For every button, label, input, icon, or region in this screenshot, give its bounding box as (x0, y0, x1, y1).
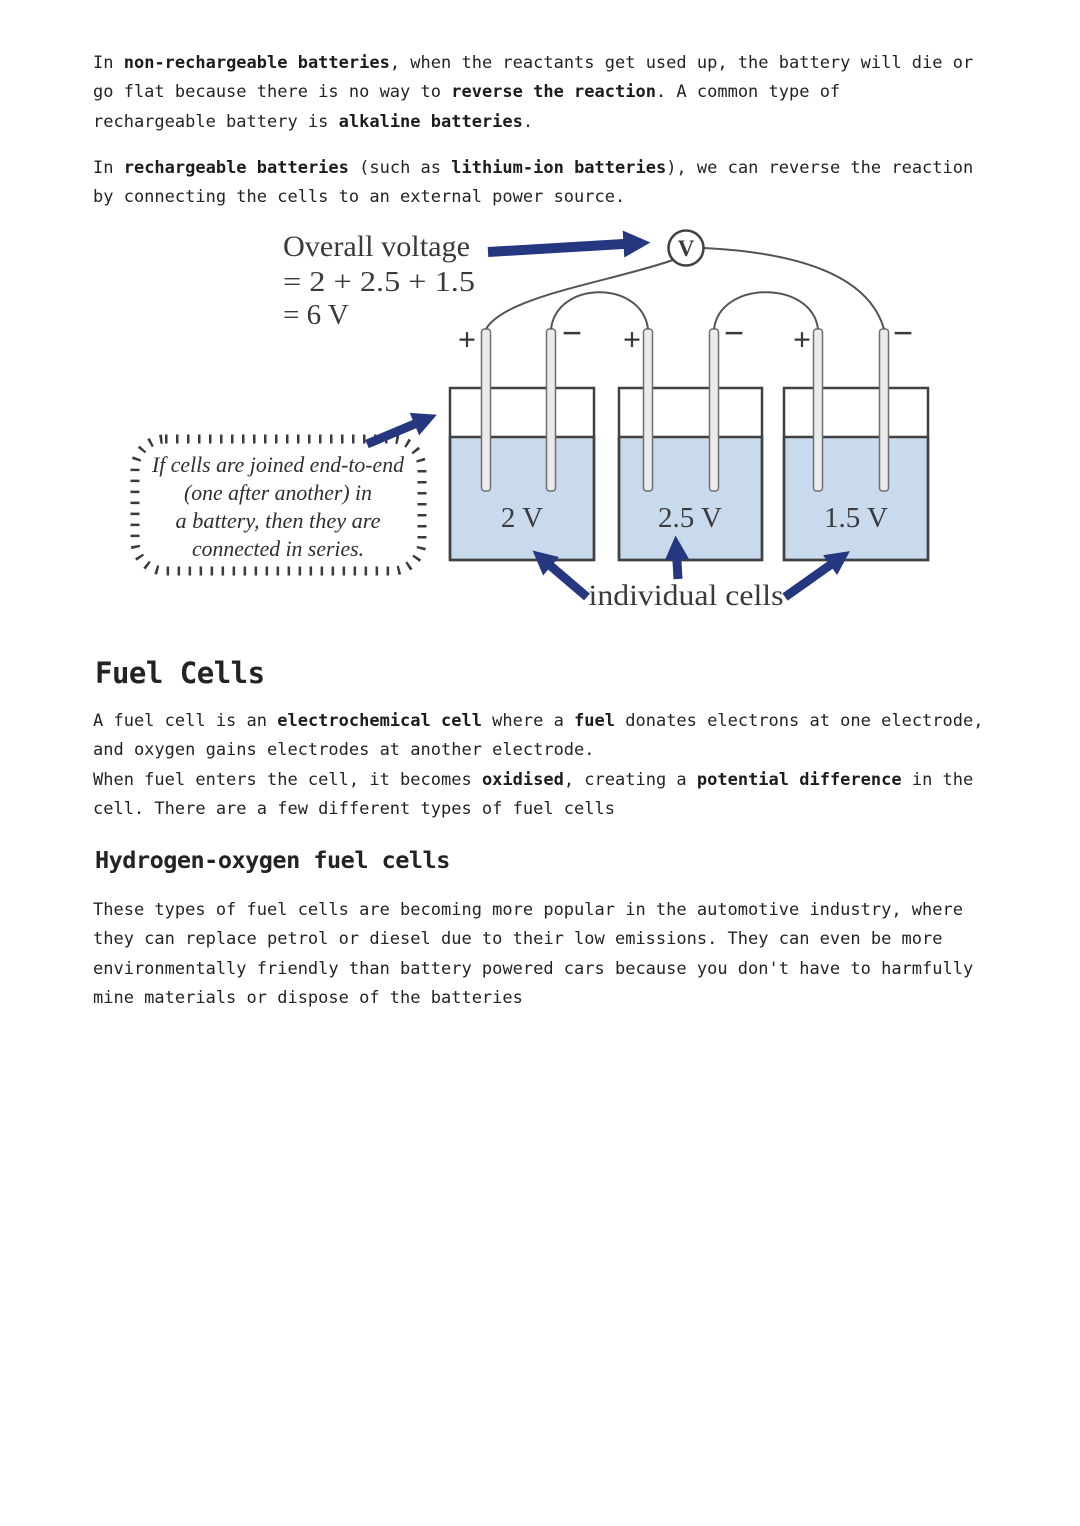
note-line2: (one after another) in (184, 480, 372, 505)
overall-voltage-arrow-icon (487, 230, 651, 258)
beaker-cell-1 (448, 386, 596, 562)
fuel-cells-heading: Fuel Cells (95, 656, 265, 690)
text-line: rechargeable battery is alkaline batteri… (93, 111, 534, 132)
text-line: environmentally friendly than battery po… (93, 958, 974, 979)
text-line: When fuel enters the cell, it becomes ox… (93, 769, 974, 790)
overall-voltage-annotation: Overall voltage = 2 + 2.5 + 1.5 = 6 V (283, 230, 651, 331)
note-arrow-icon (365, 412, 437, 449)
individual-cells-arrow-middle-icon (664, 535, 690, 580)
text-line: A fuel cell is an electrochemical cell w… (93, 711, 984, 731)
beaker-outline (448, 386, 596, 562)
overall-voltage-line1: Overall voltage (283, 230, 470, 263)
paragraph-non-rechargeable: In non-rechargeable batteries, when the … (93, 49, 1003, 137)
note-line4: connected in series. (192, 536, 364, 561)
text-line: In non-rechargeable batteries, when the … (93, 53, 974, 73)
note-line3: a battery, then they are (176, 508, 381, 533)
wire-voltmeter-to-cell3 (703, 247, 885, 330)
text-line: mine materials or dispose of the batteri… (93, 988, 523, 1009)
plus-sign-cell1: + (458, 321, 476, 357)
electrolyte-liquid (782, 435, 930, 562)
overall-voltage-line3: = 6 V (283, 299, 349, 331)
series-note: If cells are joined end-to-end (one afte… (130, 412, 437, 576)
plus-sign-cell2: + (623, 321, 641, 357)
electrode-negative-3 (878, 328, 890, 492)
text-line: and oxygen gains electrodes at another e… (93, 740, 595, 761)
cell2-voltage-label: 2.5 V (658, 502, 722, 534)
paragraph-fuel-cells: A fuel cell is an electrochemical cell w… (93, 707, 1003, 825)
cell3-voltage-label: 1.5 V (824, 502, 888, 534)
wire-cell2-to-cell3 (713, 291, 819, 330)
individual-cells-arrow-right-icon (782, 551, 850, 601)
beaker-cell-2 (617, 386, 764, 562)
text-line: These types of fuel cells are becoming m… (93, 900, 963, 920)
note-tick-border (130, 434, 427, 576)
minus-sign-cell3: − (893, 313, 914, 353)
electrolyte-liquid (448, 435, 596, 562)
electrode-positive-1 (480, 328, 492, 492)
wire-cell1-to-cell2 (550, 291, 649, 330)
electrode-negative-2 (708, 328, 720, 492)
electrode-positive-3 (812, 328, 824, 492)
individual-cells-label: individual cells (589, 579, 784, 612)
individual-cells-arrow-left-icon (532, 550, 590, 601)
text-line: In rechargeable batteries (such as lithi… (93, 158, 974, 178)
electrode-negative-1 (545, 328, 557, 492)
beaker-outline (617, 386, 764, 562)
paragraph-rechargeable: In rechargeable batteries (such as lithi… (93, 154, 1003, 213)
minus-sign-cell1: − (562, 313, 583, 353)
overall-voltage-line2: = 2 + 2.5 + 1.5 (283, 266, 475, 298)
voltmeter-icon (667, 229, 705, 267)
cell1-voltage-label: 2 V (501, 502, 543, 534)
individual-cells-annotation: individual cells (532, 535, 850, 612)
hydrogen-oxygen-heading: Hydrogen-oxygen fuel cells (95, 846, 450, 874)
electrode-positive-2 (642, 328, 654, 492)
note-line1: If cells are joined end-to-end (151, 452, 405, 477)
text-line: they can replace petrol or diesel due to… (93, 929, 943, 950)
text-line: by connecting the cells to an external p… (93, 187, 626, 208)
beaker-cell-3 (782, 386, 930, 562)
beaker-outline (782, 386, 930, 562)
paragraph-hydrogen-oxygen: These types of fuel cells are becoming m… (93, 896, 1003, 1014)
series-cells-diagram: V + − + − + − Overall voltage = 2 + 2.5 … (130, 229, 930, 612)
text-line: go flat because there is no way to rever… (93, 82, 841, 103)
text-line: cell. There are a few different types of… (93, 799, 615, 820)
voltmeter-label: V (678, 236, 695, 261)
electrolyte-liquid (617, 435, 764, 562)
minus-sign-cell2: − (724, 313, 745, 353)
wire-voltmeter-to-cell1 (485, 259, 674, 330)
plus-sign-cell3: + (793, 321, 811, 357)
